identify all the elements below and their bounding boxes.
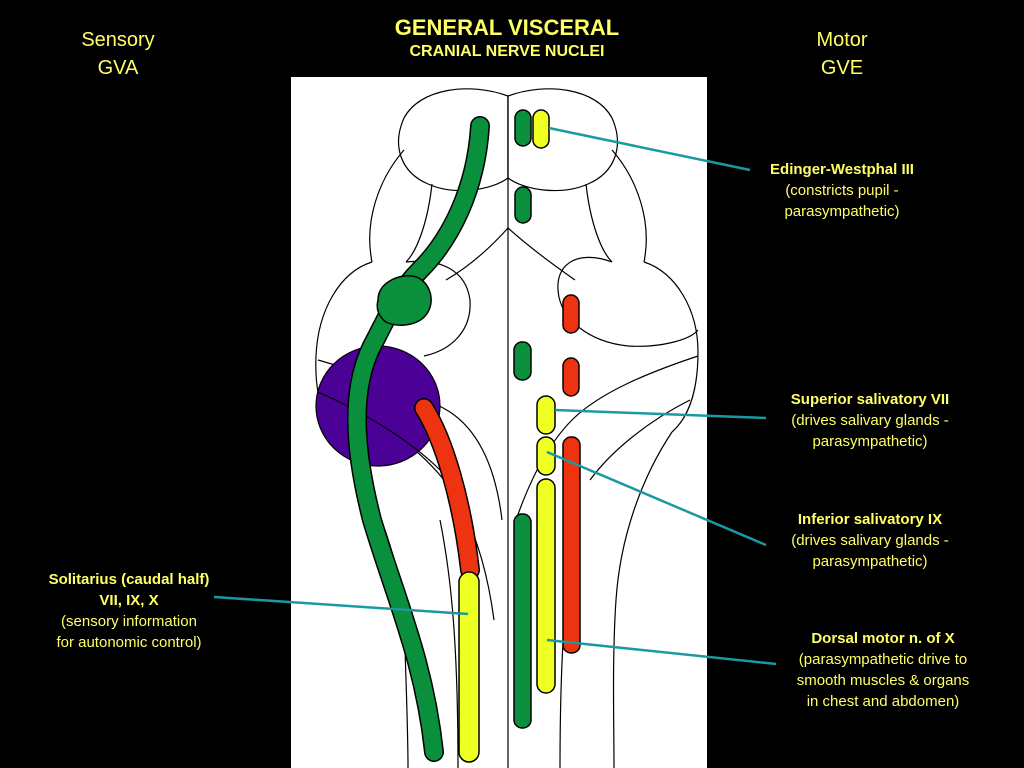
- red-nuclei-right: [562, 294, 581, 654]
- label-nerves: VII, IX, X: [99, 592, 159, 609]
- label-desc-1: (drives salivary glands -: [791, 532, 949, 549]
- yellow-nuclei: [536, 395, 556, 694]
- pointer-inferior-salivatory: [546, 450, 767, 547]
- label-desc-2: for autonomic control): [56, 634, 202, 651]
- title-line-2: CRANIAL NERVE NUCLEI: [409, 43, 605, 60]
- superior-salivatory-nucleus: [536, 395, 556, 435]
- label-desc-1: (drives salivary glands -: [791, 412, 949, 429]
- label-desc-1: (constricts pupil -: [785, 182, 899, 199]
- label-edinger-westphal: Edinger-Westphal III (constricts pupil -…: [742, 159, 942, 222]
- sensory-line-2: GVA: [97, 57, 139, 79]
- motor-line-2: GVE: [820, 57, 864, 79]
- label-inferior-salivatory: Inferior salivatory IX (drives salivary …: [762, 509, 978, 572]
- pointer-dorsal-motor: [546, 638, 777, 666]
- label-desc-3: in chest and abdomen): [806, 693, 960, 710]
- pointer-lines: [213, 126, 777, 666]
- label-desc-1: (parasympathetic drive to: [798, 651, 968, 668]
- dorsal-motor-x-nucleus: [536, 478, 556, 694]
- inferior-salivatory-nucleus: [536, 436, 556, 476]
- pointer-edinger-westphal: [548, 126, 751, 172]
- label-desc-1: (sensory information: [61, 613, 197, 630]
- motor-line-1: Motor: [816, 29, 868, 51]
- sensory-heading: Sensory GVA: [58, 26, 178, 82]
- label-desc-2: parasympathetic): [812, 553, 928, 570]
- edinger-westphal-nucleus: [532, 109, 550, 149]
- label-desc-2: smooth muscles & organs: [796, 672, 970, 689]
- solitarius-caudal: [458, 571, 480, 763]
- label-name: Dorsal motor n. of X: [811, 630, 955, 647]
- label-name: Solitarius (caudal half): [48, 571, 210, 588]
- gve-green-nuclei: [513, 109, 532, 729]
- label-name: Superior salivatory VII: [790, 391, 950, 408]
- title-line-1: GENERAL VISCERAL: [394, 15, 620, 40]
- pointer-solitarius: [213, 595, 469, 616]
- label-solitarius: Solitarius (caudal half) VII, IX, X (sen…: [26, 569, 232, 653]
- label-desc-2: parasympathetic): [812, 433, 928, 450]
- page-title: GENERAL VISCERAL CRANIAL NERVE NUCLEI: [312, 16, 702, 64]
- pointer-superior-salivatory: [554, 408, 767, 420]
- sensory-line-1: Sensory: [81, 29, 155, 51]
- motor-heading: Motor GVE: [782, 26, 902, 82]
- green-ganglion: [376, 274, 432, 326]
- label-name: Edinger-Westphal III: [770, 161, 914, 178]
- label-superior-salivatory: Superior salivatory VII (drives salivary…: [762, 389, 978, 452]
- label-dorsal-motor: Dorsal motor n. of X (parasympathetic dr…: [770, 628, 996, 712]
- label-desc-2: parasympathetic): [784, 203, 900, 220]
- label-name: Inferior salivatory IX: [797, 511, 943, 528]
